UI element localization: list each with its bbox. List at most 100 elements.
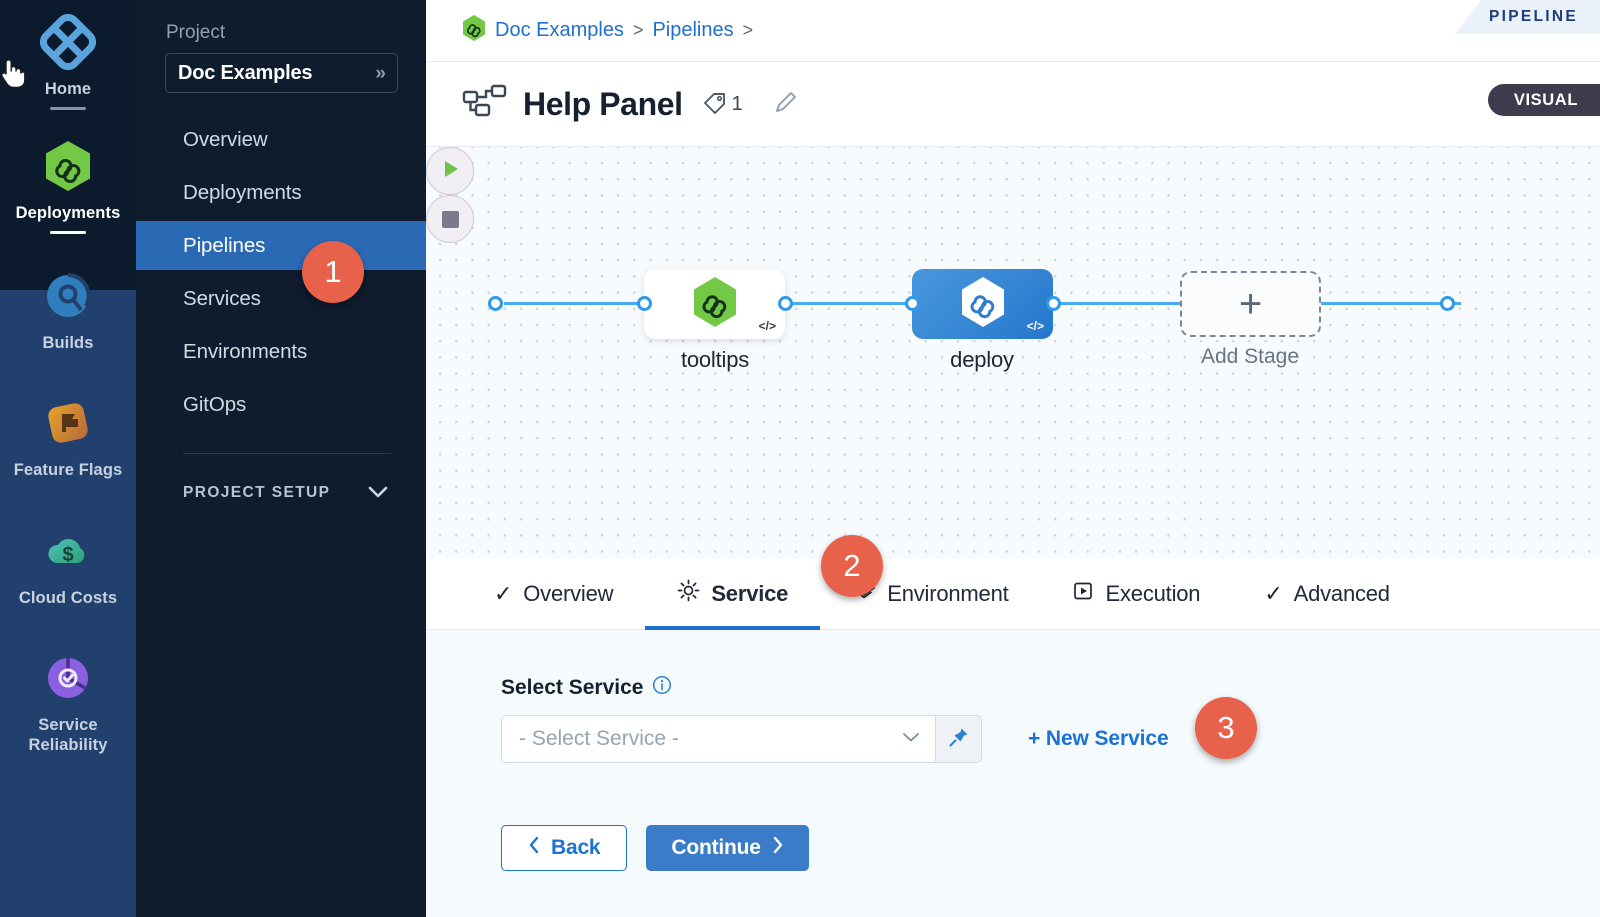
sidebar-project-setup-label: PROJECT SETUP <box>183 484 331 501</box>
feature-flags-icon <box>40 395 96 451</box>
project-selector[interactable]: Doc Examples » <box>165 53 398 93</box>
port-tooltips-out[interactable] <box>778 296 793 311</box>
sidebar-item-label: Environments <box>183 339 308 363</box>
edge-start-to-tooltips <box>504 302 649 305</box>
stage-node-tooltips[interactable]: </> <box>644 269 785 339</box>
pin-icon <box>948 726 970 753</box>
pipeline-stop-node[interactable] <box>426 195 474 243</box>
sidebar-item-label: GitOps <box>183 392 247 416</box>
stage-label-tooltips: tooltips <box>680 347 750 372</box>
tag-badge[interactable]: 1 <box>702 89 743 120</box>
add-stage-button[interactable]: + <box>1180 271 1321 337</box>
sidebar-item-deployments[interactable]: Deployments <box>136 168 426 217</box>
harness-hexagon-green-icon <box>690 275 740 334</box>
breadcrumb-separator: > <box>742 20 754 40</box>
tab-label: Overview <box>523 580 614 606</box>
page-header: Help Panel 1 VISUAL <box>426 62 1600 146</box>
port-start-out[interactable] <box>488 296 503 311</box>
rail-active-underline <box>50 231 86 235</box>
service-reliability-icon <box>40 650 96 706</box>
back-button[interactable]: Back <box>501 825 628 871</box>
sidebar-item-pipelines[interactable]: Pipelines <box>136 221 426 270</box>
tab-label: Advanced <box>1293 580 1390 606</box>
port-tooltips-in[interactable] <box>637 296 652 311</box>
continue-button[interactable]: Continue <box>646 825 809 871</box>
sidebar-item-label: Deployments <box>183 180 302 204</box>
port-deploy-in[interactable] <box>905 296 920 311</box>
deployments-hexagon-icon <box>40 138 96 194</box>
continue-button-label: Continue <box>671 836 761 859</box>
code-badge: </> <box>758 319 776 333</box>
sidebar-item-gitops[interactable]: GitOps <box>136 380 426 429</box>
select-service-row: - Select Service - + New Service <box>501 715 1600 763</box>
sidebar-item-services[interactable]: Services <box>136 274 426 323</box>
chevron-right-icon <box>772 836 784 860</box>
rail-item-builds[interactable]: Builds <box>0 234 136 353</box>
port-stop-in[interactable] <box>1440 296 1455 311</box>
rail-item-label: Cloud Costs <box>18 588 118 607</box>
rail-item-label: Builds <box>42 334 94 353</box>
chevron-down-icon <box>901 730 921 748</box>
pipeline-nodes-icon <box>462 84 508 124</box>
info-icon[interactable] <box>652 675 672 701</box>
stop-square-icon <box>441 210 459 228</box>
tag-count: 1 <box>731 92 743 115</box>
chevron-left-icon <box>528 836 540 860</box>
rail-item-feature-flags[interactable]: Feature Flags <box>0 353 136 480</box>
edge-tooltips-to-deploy <box>778 302 918 305</box>
callout-badge-3: 3 <box>1195 697 1257 759</box>
sidebar-item-environments[interactable]: Environments <box>136 327 426 376</box>
callout-number: 3 <box>1217 710 1235 745</box>
pin-value-button[interactable] <box>936 715 982 763</box>
tab-label: Service <box>711 580 789 606</box>
play-box-icon <box>1073 580 1095 608</box>
stage-tabs: ✓ Overview Service <box>426 558 1600 630</box>
tab-environment[interactable]: Environment <box>820 558 1040 630</box>
chevron-double-right-icon: » <box>375 62 386 84</box>
port-deploy-out[interactable] <box>1046 296 1061 311</box>
service-select[interactable]: - Select Service - <box>501 715 936 763</box>
pipeline-start-node[interactable] <box>426 147 474 195</box>
stage-label-deploy: deploy <box>950 347 1014 372</box>
project-selector-value: Doc Examples <box>178 61 313 84</box>
form-actions: Back Continue <box>501 825 1600 871</box>
stage-node-deploy[interactable]: </> <box>912 269 1053 339</box>
rail-lower-background <box>0 290 136 917</box>
tab-label: Execution <box>1105 580 1201 606</box>
breadcrumb-link-project[interactable]: Doc Examples <box>495 19 624 41</box>
rail-item-home[interactable]: Home <box>0 0 136 111</box>
rail-item-cloud-costs[interactable]: $ Cloud Costs <box>0 481 136 608</box>
tab-overview[interactable]: ✓ Overview <box>462 558 645 630</box>
tab-advanced[interactable]: ✓ Advanced <box>1232 558 1422 630</box>
rail-item-label: Deployments <box>15 204 121 223</box>
tag-icon <box>702 89 728 120</box>
callout-number: 2 <box>843 548 861 583</box>
visual-mode-toggle[interactable]: VISUAL <box>1487 84 1600 116</box>
breadcrumb-separator: > <box>632 20 644 40</box>
module-rail: Home Deployments <box>0 0 136 917</box>
new-service-link[interactable]: + New Service <box>1028 727 1169 750</box>
breadcrumb-link-pipelines[interactable]: Pipelines <box>652 19 734 41</box>
svg-text:$: $ <box>62 544 73 566</box>
page-title: Help Panel <box>523 85 683 122</box>
back-button-label: Back <box>551 836 601 859</box>
sidebar-item-overview[interactable]: Overview <box>136 115 426 164</box>
sidebar-project-setup[interactable]: PROJECT SETUP <box>136 484 426 502</box>
pipeline-canvas[interactable]: </> tooltips </> deploy + <box>426 146 1600 558</box>
tab-label: Environment <box>887 580 1009 606</box>
rail-item-label: Feature Flags <box>13 461 123 480</box>
pencil-icon[interactable] <box>772 88 800 121</box>
callout-badge-2: 2 <box>821 535 883 597</box>
edge-deploy-to-addstage <box>1046 302 1186 305</box>
tab-execution[interactable]: Execution <box>1041 558 1233 630</box>
rail-item-deployments[interactable]: Deployments <box>0 110 136 235</box>
select-service-label-row: Select Service <box>501 675 1600 701</box>
rail-item-service-reliability[interactable]: Service Reliability <box>0 608 136 755</box>
pipeline-corner-tab[interactable]: PIPELINE <box>1454 0 1600 34</box>
rail-item-label: Service Reliability <box>28 715 108 754</box>
service-form-panel: Select Service - Select Service - <box>426 630 1600 917</box>
rail-item-label: Home <box>44 80 92 98</box>
sidebar-item-label: Pipelines <box>183 233 266 257</box>
tab-service[interactable]: Service <box>645 558 821 630</box>
